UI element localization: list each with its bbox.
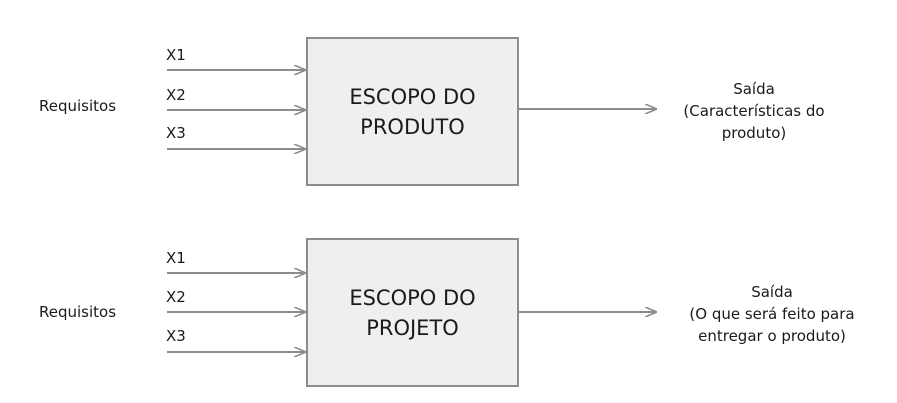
input-label-x3-projeto: X3 [166,327,186,345]
input-label-x1-produto: X1 [166,46,186,64]
output-line-1: Saída [751,283,793,301]
requirements-label-projeto: Requisitos [39,303,117,321]
escopo-projeto-box: ESCOPO DO PROJETO [306,238,519,387]
input-label-x2-projeto: X2 [166,288,186,306]
output-line-2: (O que será feito para [689,305,855,323]
output-line-2: (Características do [683,102,825,120]
output-line-3: entregar o produto) [698,327,846,345]
output-text-produto: Saída (Características do produto) [674,78,834,144]
escopo-produto-box: ESCOPO DO PRODUTO [306,37,519,186]
box-title-line-2: PRODUTO [360,114,465,139]
box-title-line-1: ESCOPO DO [349,285,476,310]
box-title-line-2: PROJETO [366,315,459,340]
input-label-x3-produto: X3 [166,124,186,142]
input-label-x1-projeto: X1 [166,249,186,267]
box-title-line-1: ESCOPO DO [349,84,476,109]
requirements-label-produto: Requisitos [39,97,117,115]
output-line-1: Saída [733,80,775,98]
input-label-x2-produto: X2 [166,86,186,104]
output-line-3: produto) [721,124,787,142]
output-text-projeto: Saída (O que será feito para entregar o … [672,281,872,347]
